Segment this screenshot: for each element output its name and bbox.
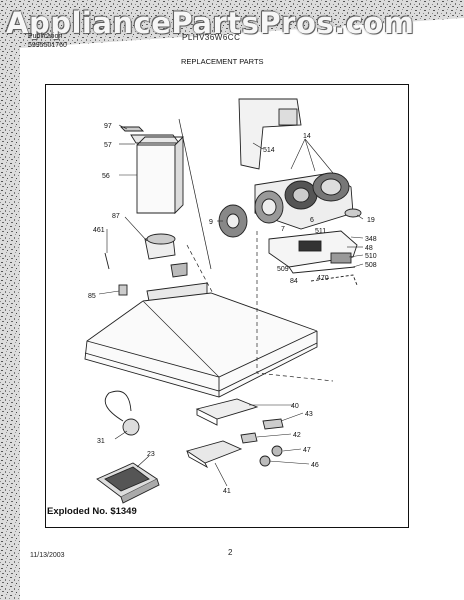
label-part-42: 42: [293, 432, 301, 439]
part-duct-cover: [130, 134, 184, 215]
label-part-19: 19: [367, 217, 375, 224]
label-part-41: 41: [223, 488, 231, 495]
label-part-57: 57: [104, 142, 112, 149]
label-part-23: 23: [147, 451, 155, 458]
watermark-logo: AppliancePartsPros.com: [6, 6, 415, 40]
label-part-348: 348: [365, 236, 377, 243]
label-part-508: 508: [365, 262, 377, 269]
page-number: 2: [228, 548, 233, 557]
label-part-87: 87: [112, 213, 120, 220]
label-part-84: 84: [290, 278, 298, 285]
exploded-parts-diagram: 97 57 56 87 461 85 514 14 9 6 511 7 19 3…: [84, 98, 377, 504]
publication-block: Publication 5995501760: [28, 32, 67, 50]
label-part-509: 509: [277, 266, 289, 273]
model-number: PLHV36W6CC: [182, 33, 241, 42]
page-title: REPLACEMENT PARTS: [181, 57, 264, 66]
label-part-510: 510: [365, 253, 377, 260]
label-part-514: 514: [263, 147, 275, 154]
label-part-511: 511: [315, 228, 326, 235]
exploded-number: Exploded No. $1349: [47, 506, 137, 517]
label-part-31: 31: [97, 438, 105, 445]
label-part-47: 47: [303, 447, 311, 454]
label-part-46: 46: [311, 462, 319, 469]
label-part-97: 97: [104, 123, 112, 130]
footer-date: 11/13/2003: [30, 552, 65, 559]
label-part-9: 9: [209, 219, 213, 226]
diagram-frame: 97 57 56 87 461 85 514 14 9 6 511 7 19 3…: [45, 84, 409, 528]
publication-label: Publication: [28, 33, 63, 40]
label-part-48: 48: [365, 245, 373, 252]
part-blower-assembly: [238, 98, 354, 230]
publication-number: 5995501760: [28, 42, 67, 49]
label-part-470: 470: [317, 275, 329, 282]
label-part-43: 43: [305, 411, 313, 418]
label-part-461: 461: [93, 227, 105, 234]
label-part-14: 14: [303, 133, 311, 140]
label-part-7: 7: [281, 226, 285, 233]
part-hood-canopy: [84, 282, 318, 398]
label-part-40: 40: [291, 403, 299, 410]
label-part-56: 56: [102, 173, 110, 180]
label-part-6: 6: [310, 217, 314, 224]
label-part-85: 85: [88, 293, 96, 300]
